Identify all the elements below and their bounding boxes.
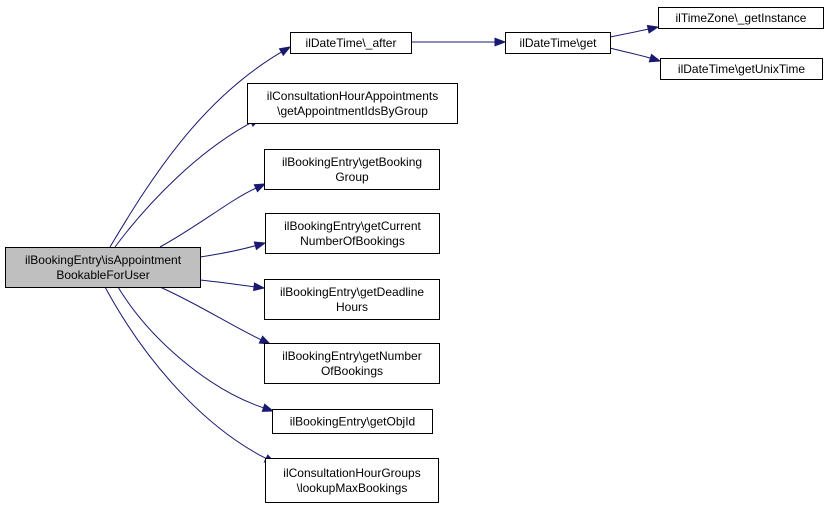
node-label-line: ilDateTime\getUnixTime — [678, 62, 805, 76]
arrowhead-icon — [278, 46, 292, 57]
edge-line — [159, 286, 262, 341]
node-label-line: ilBookingEntry\isAppointment — [25, 253, 182, 267]
node-box — [247, 83, 458, 124]
nodes-layer: ilBookingEntry\isAppointmentBookableForU… — [5, 7, 824, 503]
edge-line — [109, 51, 282, 248]
node-label-line: BookableForUser — [56, 268, 149, 282]
node-label-line: ilBookingEntry\getDeadline — [280, 285, 424, 299]
edge-line — [199, 279, 255, 288]
edge-line — [199, 245, 256, 258]
node-label-line: NumberOfBookings — [300, 234, 405, 248]
node-box — [505, 32, 611, 54]
arrowhead-icon — [253, 282, 266, 292]
node-label-line: Group — [335, 170, 369, 184]
node-root[interactable]: ilBookingEntry\isAppointmentBookableForU… — [5, 247, 201, 288]
node-box — [264, 343, 440, 384]
node-current[interactable]: ilBookingEntry\getCurrentNumberOfBooking… — [265, 213, 440, 254]
node-label-line: ilDateTime\_after — [306, 36, 397, 50]
arrowhead-icon — [261, 403, 275, 412]
edge-line — [609, 47, 651, 59]
node-label-line: ilBookingEntry\getCurrent — [284, 219, 421, 233]
edge-line — [114, 122, 252, 248]
node-box — [290, 32, 412, 54]
node-box — [5, 247, 201, 288]
node-lookup[interactable]: ilConsultationHourGroups\lookupMaxBookin… — [265, 458, 439, 503]
edge-line — [117, 286, 264, 409]
node-get[interactable]: ilDateTime\get — [505, 32, 611, 54]
node-label-line: OfBookings — [321, 364, 383, 378]
node-label-line: \lookupMaxBookings — [297, 481, 408, 495]
node-appt[interactable]: ilConsultationHourAppointments\getAppoin… — [247, 83, 458, 124]
node-box — [658, 7, 824, 29]
node-label-line: Hours — [336, 300, 368, 314]
node-box — [265, 213, 440, 254]
edge-after-to-get — [411, 37, 507, 47]
edge-root-to-number — [159, 286, 272, 345]
edge-get-to-unix — [609, 47, 662, 63]
edge-root-to-after — [109, 46, 292, 248]
arrowhead-icon — [646, 24, 660, 34]
edge-get-to-tz — [609, 24, 660, 38]
edge-root-to-objid — [117, 286, 275, 412]
arrowhead-icon — [253, 241, 267, 251]
node-label-line: ilDateTime\get — [520, 36, 598, 50]
edge-root-to-current — [199, 241, 267, 258]
arrowhead-icon — [258, 335, 272, 345]
node-box — [660, 58, 823, 80]
node-after[interactable]: ilDateTime\_after — [290, 32, 412, 54]
node-label-line: \getAppointmentIdsByGroup — [277, 104, 428, 118]
node-label-line: ilBookingEntry\getNumber — [282, 349, 421, 363]
node-objid[interactable]: ilBookingEntry\getObjId — [272, 409, 433, 434]
edge-line — [104, 286, 267, 459]
arrowhead-icon — [494, 37, 507, 47]
node-tz[interactable]: ilTimeZone\_getInstance — [658, 7, 824, 29]
edge-root-to-appt — [114, 117, 262, 248]
node-box — [272, 409, 433, 434]
edge-root-to-bgroup — [159, 183, 267, 248]
edge-line — [609, 28, 649, 38]
node-box — [264, 149, 440, 190]
node-label-line: ilBookingEntry\getObjId — [290, 415, 415, 429]
node-box — [265, 458, 439, 503]
node-unix[interactable]: ilDateTime\getUnixTime — [660, 58, 823, 80]
edge-root-to-deadline — [199, 279, 266, 292]
arrowhead-icon — [648, 53, 662, 63]
node-label-line: ilConsultationHourGroups — [283, 466, 420, 480]
edge-root-to-lookup — [104, 286, 277, 464]
node-label-line: ilBookingEntry\getBooking — [282, 155, 422, 169]
node-label-line: ilConsultationHourAppointments — [267, 89, 438, 103]
arrowhead-icon — [253, 183, 267, 193]
node-box — [264, 279, 440, 320]
edge-line — [159, 187, 257, 248]
node-label-line: ilTimeZone\_getInstance — [676, 11, 807, 25]
